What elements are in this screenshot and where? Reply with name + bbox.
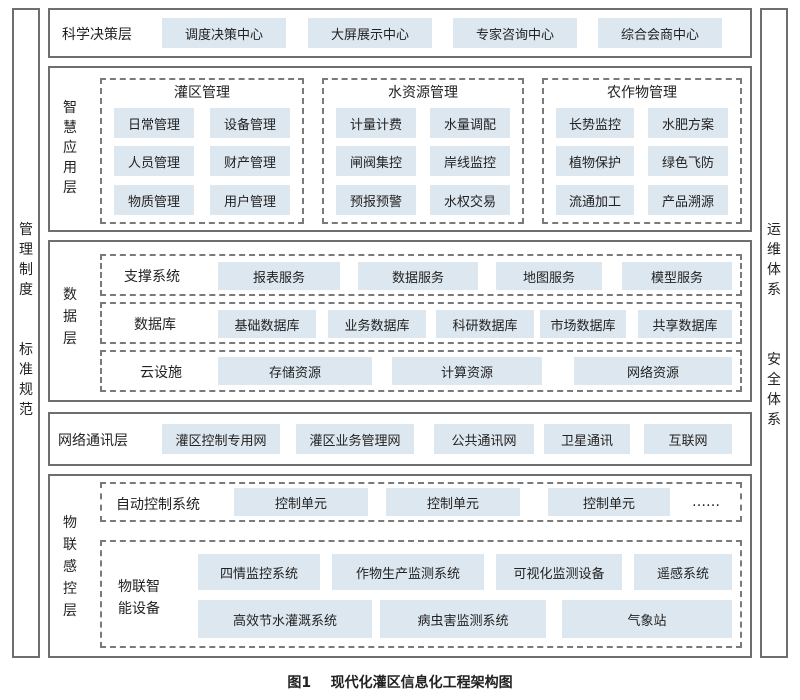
support-system-label: 支撑系统	[124, 269, 180, 285]
iot-devices-group	[100, 540, 742, 648]
application-layer-title: 智 慧 应 用 层	[63, 100, 77, 196]
app-item: 水肥方案	[648, 108, 728, 138]
group-title: 水资源管理	[388, 85, 458, 101]
app-item: 预报预警	[336, 185, 416, 215]
app-item: 用户管理	[210, 185, 290, 215]
irrigation-management-group	[100, 78, 304, 224]
cloud-facility-row	[100, 350, 742, 392]
device-item: 四情监控系统	[198, 554, 320, 590]
control-unit: 控制单元	[548, 488, 670, 516]
app-item: 水量调配	[430, 108, 510, 138]
operations-system-label: 运 维 体 系	[767, 222, 781, 298]
app-item: 人员管理	[114, 146, 194, 176]
network-item: 公共通讯网	[434, 424, 534, 454]
database-item: 科研数据库	[436, 310, 534, 338]
database-row	[100, 302, 742, 344]
network-item: 卫星通讯	[544, 424, 630, 454]
app-item: 日常管理	[114, 108, 194, 138]
support-item: 地图服务	[496, 262, 602, 290]
device-item: 遥感系统	[634, 554, 732, 590]
auto-control-label: 自动控制系统	[116, 497, 200, 513]
decision-item: 综合会商中心	[598, 18, 722, 48]
device-item: 作物生产监测系统	[332, 554, 484, 590]
crop-management-group	[542, 78, 742, 224]
cloud-item: 计算资源	[392, 357, 542, 385]
database-label: 数据库	[134, 317, 176, 333]
more-ellipsis: ……	[692, 494, 720, 510]
control-unit: 控制单元	[386, 488, 520, 516]
security-system-label: 安 全 体 系	[767, 352, 781, 428]
database-item: 市场数据库	[540, 310, 626, 338]
support-system-row	[100, 254, 742, 296]
app-item: 财产管理	[210, 146, 290, 176]
network-item: 灌区控制专用网	[162, 424, 280, 454]
decision-item: 专家咨询中心	[453, 18, 577, 48]
device-item: 气象站	[562, 600, 732, 638]
iot-layer-title: 物 联 感 控 层	[63, 515, 77, 619]
app-item: 计量计费	[336, 108, 416, 138]
app-item: 植物保护	[556, 146, 634, 176]
standards-label: 标 准 规 范	[19, 342, 33, 418]
group-title: 农作物管理	[607, 85, 677, 101]
app-item: 岸线监控	[430, 146, 510, 176]
group-title: 灌区管理	[174, 85, 230, 101]
app-item: 物质管理	[114, 185, 194, 215]
support-item: 报表服务	[218, 262, 340, 290]
support-item: 数据服务	[358, 262, 478, 290]
iot-devices-label: 物联智 能设备	[118, 579, 160, 617]
decision-item: 调度决策中心	[162, 18, 286, 48]
app-item: 水权交易	[430, 185, 510, 215]
figure-caption: 图1 现代化灌区信息化工程架构图	[287, 675, 513, 691]
device-item: 高效节水灌溉系统	[198, 600, 372, 638]
network-layer-title: 网络通讯层	[58, 433, 128, 449]
decision-item: 大屏展示中心	[308, 18, 432, 48]
network-item: 互联网	[644, 424, 732, 454]
database-item: 基础数据库	[218, 310, 316, 338]
device-item: 病虫害监测系统	[380, 600, 546, 638]
cloud-item: 网络资源	[574, 357, 732, 385]
database-item: 业务数据库	[328, 310, 426, 338]
water-resource-management-group	[322, 78, 524, 224]
support-item: 模型服务	[622, 262, 732, 290]
app-item: 长势监控	[556, 108, 634, 138]
database-item: 共享数据库	[638, 310, 732, 338]
app-item: 闸阀集控	[336, 146, 416, 176]
app-item: 绿色飞防	[648, 146, 728, 176]
right-side-panel: 运 维 体 系 安 全 体 系	[760, 8, 788, 658]
device-item: 可视化监测设备	[496, 554, 622, 590]
data-layer-title: 数 据 层	[63, 287, 77, 347]
app-item: 产品溯源	[648, 185, 728, 215]
management-system-label: 管 理 制 度	[19, 222, 33, 298]
cloud-facility-label: 云设施	[140, 365, 182, 381]
app-item: 设备管理	[210, 108, 290, 138]
auto-control-row	[100, 482, 742, 522]
left-side-panel: 管 理 制 度 标 准 规 范	[12, 8, 40, 658]
decision-layer-title: 科学决策层	[62, 27, 132, 43]
cloud-item: 存储资源	[218, 357, 372, 385]
app-item: 流通加工	[556, 185, 634, 215]
network-item: 灌区业务管理网	[296, 424, 414, 454]
control-unit: 控制单元	[234, 488, 368, 516]
